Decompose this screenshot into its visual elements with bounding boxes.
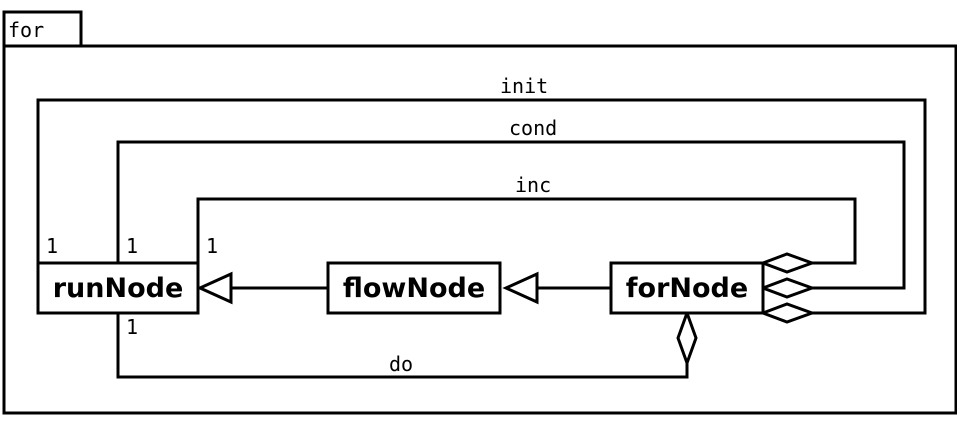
fornode-name: forNode — [626, 273, 748, 304]
do-aggregation-diamond — [676, 308, 698, 368]
inc-edge — [196, 197, 857, 265]
init-aggregation-diamond — [758, 302, 817, 324]
runnode-name: runNode — [53, 273, 184, 304]
do-edge — [116, 313, 689, 379]
init-label: init — [500, 74, 548, 98]
generalization-flownode-runnode — [196, 271, 328, 305]
cond-multiplicity: 1 — [126, 234, 138, 258]
inc-aggregation-diamond — [758, 252, 817, 274]
fornode-inherit-triangle — [502, 271, 539, 305]
fornode-box — [609, 261, 765, 315]
inc-multiplicity: 1 — [206, 234, 218, 258]
association-inc: inc 1 — [196, 173, 857, 274]
flownode-box — [326, 261, 502, 315]
package-for: for — [2, 10, 957, 415]
generalization-fornode-flownode — [502, 271, 611, 305]
class-fornode: forNode — [609, 261, 765, 315]
flownode-inherit-triangle — [196, 271, 233, 305]
init-multiplicity: 1 — [46, 234, 58, 258]
do-label: do — [389, 352, 413, 376]
association-cond: cond 1 — [116, 116, 906, 299]
package-name: for — [8, 18, 44, 42]
init-edge — [36, 98, 927, 315]
class-runnode: runNode — [36, 261, 200, 315]
cond-edge — [116, 140, 906, 290]
runnode-box — [36, 261, 200, 315]
association-init: init 1 — [36, 74, 927, 324]
cond-aggregation-diamond — [758, 277, 817, 299]
flownode-name: flowNode — [343, 273, 485, 304]
association-do: do 1 — [116, 308, 698, 379]
inc-label: inc — [515, 173, 551, 197]
class-flownode: flowNode — [326, 261, 502, 315]
package-body — [2, 44, 957, 415]
cond-label: cond — [509, 116, 557, 140]
do-multiplicity: 1 — [126, 315, 138, 339]
